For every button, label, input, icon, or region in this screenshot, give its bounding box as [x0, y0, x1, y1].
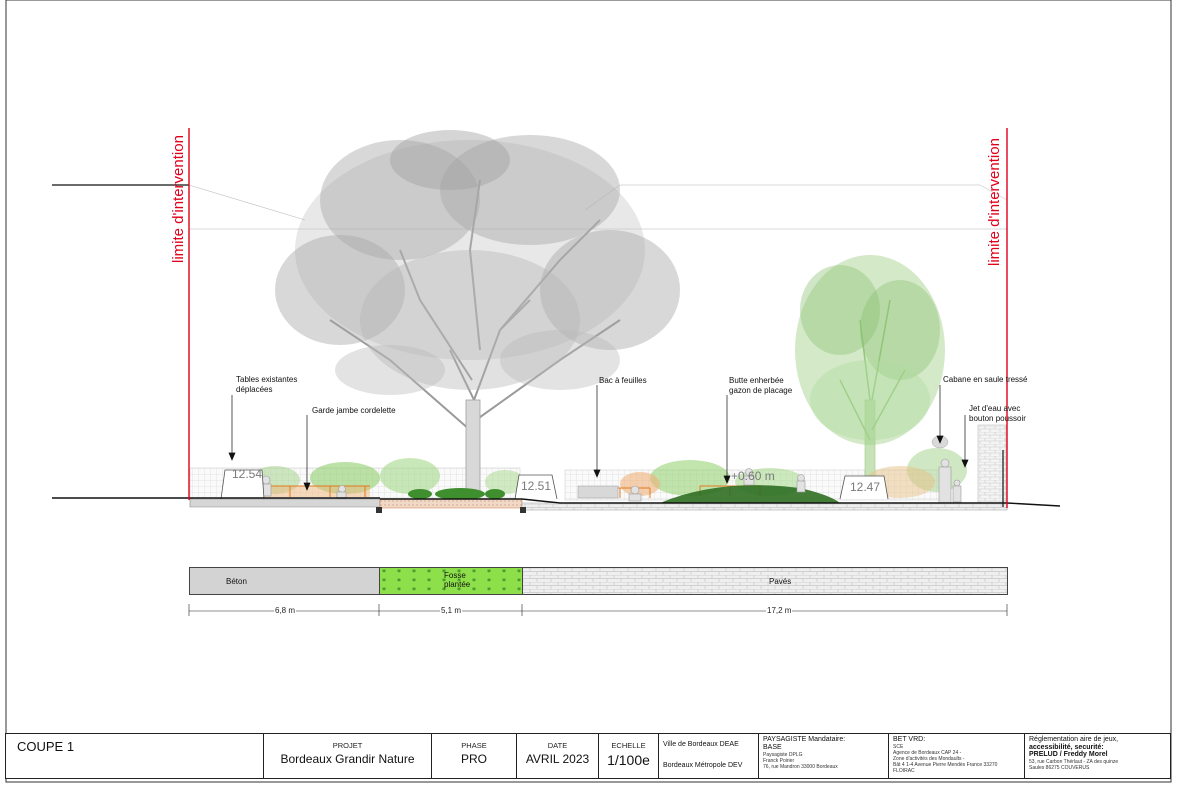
planting-left: [240, 458, 525, 500]
material-fosse: Fosse plantée: [379, 567, 523, 595]
annotation-garde-jambe: Garde jambe cordelette: [312, 406, 396, 415]
planting-right: [577, 460, 935, 503]
annotation-bac: Bac à feuilles: [599, 376, 647, 385]
cell-echelle: ECHELLE 1/100e: [598, 734, 658, 778]
annotation-butte: Butte enherbée gazon de placage: [729, 376, 793, 395]
title-block: COUPE 1 PROJET Bordeaux Grandir Nature P…: [5, 733, 1171, 779]
limit-label-left: limite d'intervention: [170, 135, 187, 263]
dimension-paves: 17,2 m: [766, 606, 793, 615]
annotation-jet: Jet d'eau avec bouton poussoir: [969, 404, 1026, 423]
material-beton: Béton: [189, 567, 380, 595]
cell-reglementation: Réglementation aire de jeux, accessibili…: [1024, 734, 1170, 778]
material-paves: Pavés: [522, 567, 1008, 595]
limit-label-right: limite d'intervention: [986, 138, 1003, 266]
cell-client: Ville de Bordeaux DEAE Bordeaux Métropol…: [658, 734, 758, 778]
tree-grey: [275, 130, 680, 501]
cell-phase: PHASE PRO: [431, 734, 516, 778]
dimension-beton: 6,8 m: [274, 606, 297, 615]
cell-projet: PROJET Bordeaux Grandir Nature: [263, 734, 431, 778]
dimension-lines: [188, 604, 1008, 616]
dimension-fosse: 5,1 m: [440, 606, 463, 615]
leaders: [228, 385, 969, 491]
tree-green: [795, 255, 945, 496]
figures: [260, 458, 962, 506]
annotation-cabane: Cabane en saule tressé: [943, 375, 1028, 384]
cell-bet-vrd: BET VRD: SCE Agence de Bordeaux CAP 24 -…: [888, 734, 1024, 778]
level-right: 12.47: [850, 480, 881, 494]
annotation-tables: Tables existantes déplacées: [236, 375, 298, 394]
tables: [220, 469, 889, 500]
cell-date: DATE AVRIL 2023: [516, 734, 598, 778]
drawing-title: COUPE 1: [17, 739, 75, 754]
level-center: 12.51: [521, 479, 552, 493]
level-left: 12.54: [232, 467, 263, 481]
cell-paysagiste: PAYSAGISTE Mandataire: BASE Paysagiste D…: [758, 734, 888, 778]
level-butte: +0.60 m: [731, 469, 775, 483]
